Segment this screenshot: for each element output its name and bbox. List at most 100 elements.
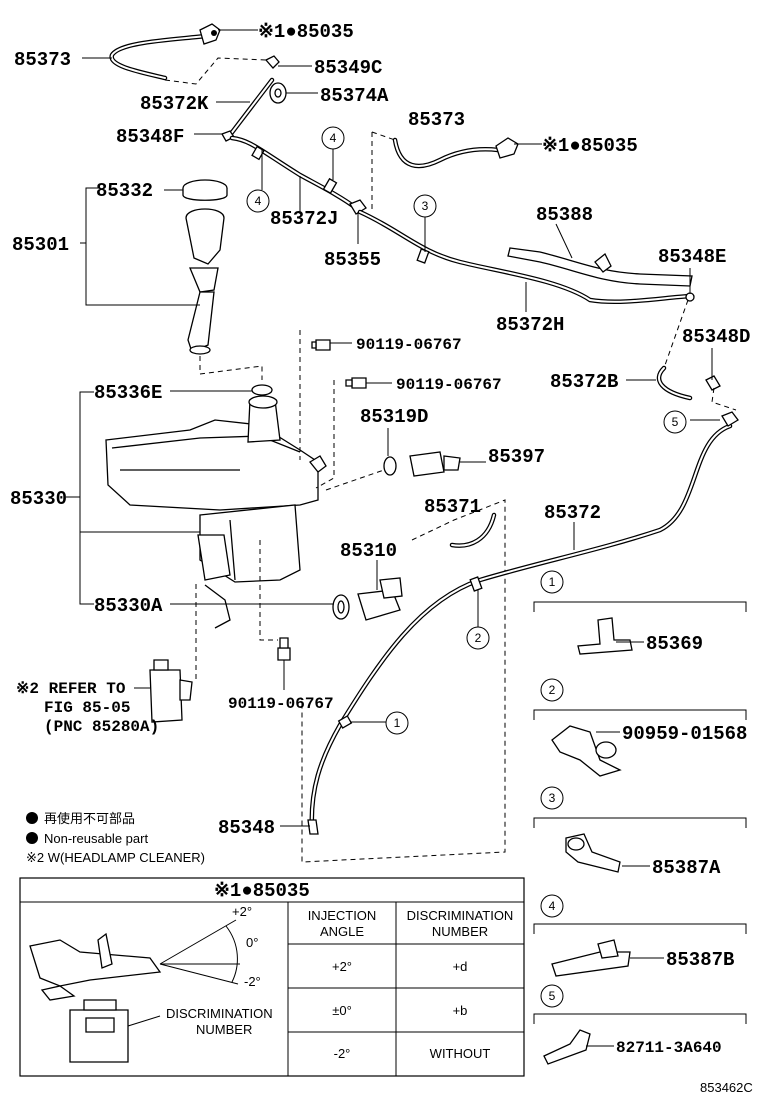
- grommet-85319d: [383, 456, 397, 476]
- nozzle-detail: [29, 939, 162, 987]
- label-85310: 85310: [340, 540, 397, 562]
- label-85319d: 85319D: [360, 406, 428, 428]
- row3-angle: -2°: [334, 1046, 351, 1061]
- refer-line-3: (PNC 85280A): [44, 718, 159, 736]
- label-85373-mid: 85373: [408, 109, 465, 131]
- label-85035-mid: ※1●85035: [542, 135, 638, 157]
- filled-circle-icon: [26, 832, 38, 844]
- hose-85372k: [227, 77, 275, 138]
- clip-85387b: [551, 951, 631, 977]
- hose-85373-top: [109, 23, 221, 81]
- washer-tank-85330: [105, 395, 327, 629]
- label-85372: 85372: [544, 502, 601, 524]
- callout-1-b: 1: [549, 575, 556, 589]
- label-85388: 85388: [536, 204, 593, 226]
- callout-4-a: 4: [330, 131, 337, 145]
- label-85387a: 85387A: [652, 857, 721, 879]
- legend-jp: 再使用不可部品: [44, 811, 135, 826]
- row2-angle: ±0°: [332, 1003, 352, 1018]
- callout-2-a: 2: [475, 631, 482, 645]
- angle-top: +2°: [232, 904, 252, 919]
- joint-85349c: [264, 55, 280, 69]
- part-labels: ※1●85035 85373 85349C 85372K 85374A 8534…: [10, 21, 750, 839]
- row3-number: WITHOUT: [430, 1046, 491, 1061]
- legend-note2: ※2 W(HEADLAMP CLEANER): [26, 850, 205, 865]
- label-85349c: 85349C: [314, 57, 382, 79]
- row1-angle: +2°: [332, 959, 352, 974]
- callout-circles: 4 4 3 5 2 1: [246, 126, 687, 735]
- label-85372h: 85372H: [496, 314, 564, 336]
- filler-neck-85301: [185, 208, 225, 355]
- label-85373-top: 85373: [14, 49, 71, 71]
- refer-line-1: ※2 REFER TO: [16, 680, 126, 698]
- label-85301: 85301: [12, 234, 69, 256]
- clip-82711: [543, 1029, 591, 1065]
- callout-3-b: 3: [549, 791, 556, 805]
- label-85348f: 85348F: [116, 126, 184, 148]
- clip-85369: [577, 617, 633, 655]
- label-85371: 85371: [424, 496, 481, 518]
- callout-5-b: 5: [549, 989, 556, 1003]
- label-82711: 82711-3A640: [616, 1039, 722, 1057]
- label-85387b: 85387B: [666, 949, 734, 971]
- leader-lines: [66, 29, 720, 827]
- label-90119-3: 90119-06767: [228, 695, 334, 713]
- table-title: ※1●85035: [214, 880, 310, 902]
- label-85035-top: ※1●85035: [258, 21, 354, 43]
- label-85336e: 85336E: [94, 382, 162, 404]
- headlamp-pump-ref: [149, 659, 193, 723]
- label-90119-1: 90119-06767: [356, 336, 462, 354]
- nozzle-85035-top: [199, 23, 221, 45]
- seal-85336e: [251, 384, 273, 396]
- label-85348d: 85348D: [682, 326, 750, 348]
- label-85372j: 85372J: [270, 208, 338, 230]
- label-85372k: 85372K: [140, 93, 209, 115]
- joint-85348d: [705, 375, 721, 391]
- disc-label-2: NUMBER: [196, 1022, 252, 1037]
- label-85397: 85397: [488, 446, 545, 468]
- clamp-90959: [551, 725, 622, 777]
- cap-85332: [182, 179, 228, 201]
- bolt-90119-1: [311, 339, 331, 351]
- joint-85355: [349, 199, 367, 215]
- label-85372b: 85372B: [550, 371, 618, 393]
- callout-4-b: 4: [255, 194, 262, 208]
- label-90119-2: 90119-06767: [396, 376, 502, 394]
- legend: 再使用不可部品 Non-reusable part ※2 W(HEADLAMP …: [26, 811, 205, 865]
- row2-number: +b: [453, 1003, 468, 1018]
- label-85330a: 85330A: [94, 595, 163, 617]
- callout-1-a: 1: [394, 716, 401, 730]
- label-85330: 85330: [10, 488, 67, 510]
- label-85374a: 85374A: [320, 85, 389, 107]
- filled-circle-icon: [26, 812, 38, 824]
- clip-panels: 1 85369 2 90959-01568 3 85387A 4 85387B …: [533, 570, 747, 1065]
- label-90959: 90959-01568: [622, 723, 747, 745]
- refer-line-2: FIG 85-05: [44, 699, 130, 717]
- callout-5-a: 5: [672, 415, 679, 429]
- col2-line2: NUMBER: [432, 924, 488, 939]
- label-85348: 85348: [218, 817, 275, 839]
- row1-number: +d: [453, 959, 468, 974]
- grommet-85374a: [269, 82, 287, 104]
- bolt-90119-3: [277, 637, 291, 661]
- callout-3-a: 3: [422, 199, 429, 213]
- angle-bot: -2°: [244, 974, 261, 989]
- legend-en: Non-reusable part: [44, 831, 148, 846]
- angle-mid: 0°: [246, 935, 258, 950]
- pump-85310: [332, 577, 403, 621]
- joint-85348: [307, 819, 319, 835]
- nozzle-85035-mid: [495, 137, 519, 159]
- label-85332: 85332: [96, 180, 153, 202]
- callout-2-b: 2: [549, 683, 556, 697]
- injection-angle-table: ※1●85035 INJECTION ANGLE DISCRIMINATION …: [19, 877, 525, 1077]
- figure-number: 853462C: [700, 1080, 753, 1095]
- bolt-90119-2: [345, 377, 367, 389]
- col1-line2: ANGLE: [320, 924, 364, 939]
- col2-line1: DISCRIMINATION: [407, 908, 514, 923]
- callout-4-c: 4: [549, 899, 556, 913]
- label-85348e: 85348E: [658, 246, 726, 268]
- col1-line1: INJECTION: [308, 908, 377, 923]
- disc-label-1: DISCRIMINATION: [166, 1006, 273, 1021]
- label-85355: 85355: [324, 249, 381, 271]
